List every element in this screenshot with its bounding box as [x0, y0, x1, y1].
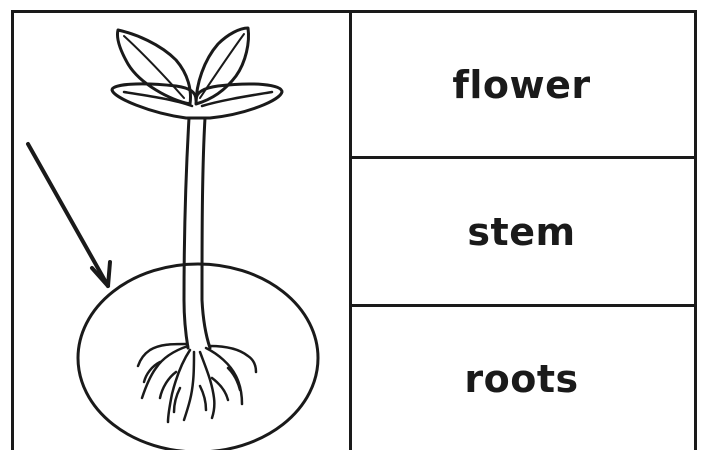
choice-roots[interactable]: roots — [349, 307, 694, 450]
choice-flower[interactable]: flower — [349, 13, 694, 159]
stem-icon — [184, 118, 189, 348]
arrow-icon — [28, 144, 110, 286]
roots-icon — [138, 344, 256, 422]
choice-label: stem — [467, 210, 575, 254]
answer-choices-panel: flower stem roots — [349, 10, 697, 450]
choice-stem[interactable]: stem — [349, 159, 694, 307]
circle-highlight-icon — [78, 264, 318, 450]
choice-label: flower — [452, 63, 590, 107]
choice-label: roots — [464, 357, 578, 401]
